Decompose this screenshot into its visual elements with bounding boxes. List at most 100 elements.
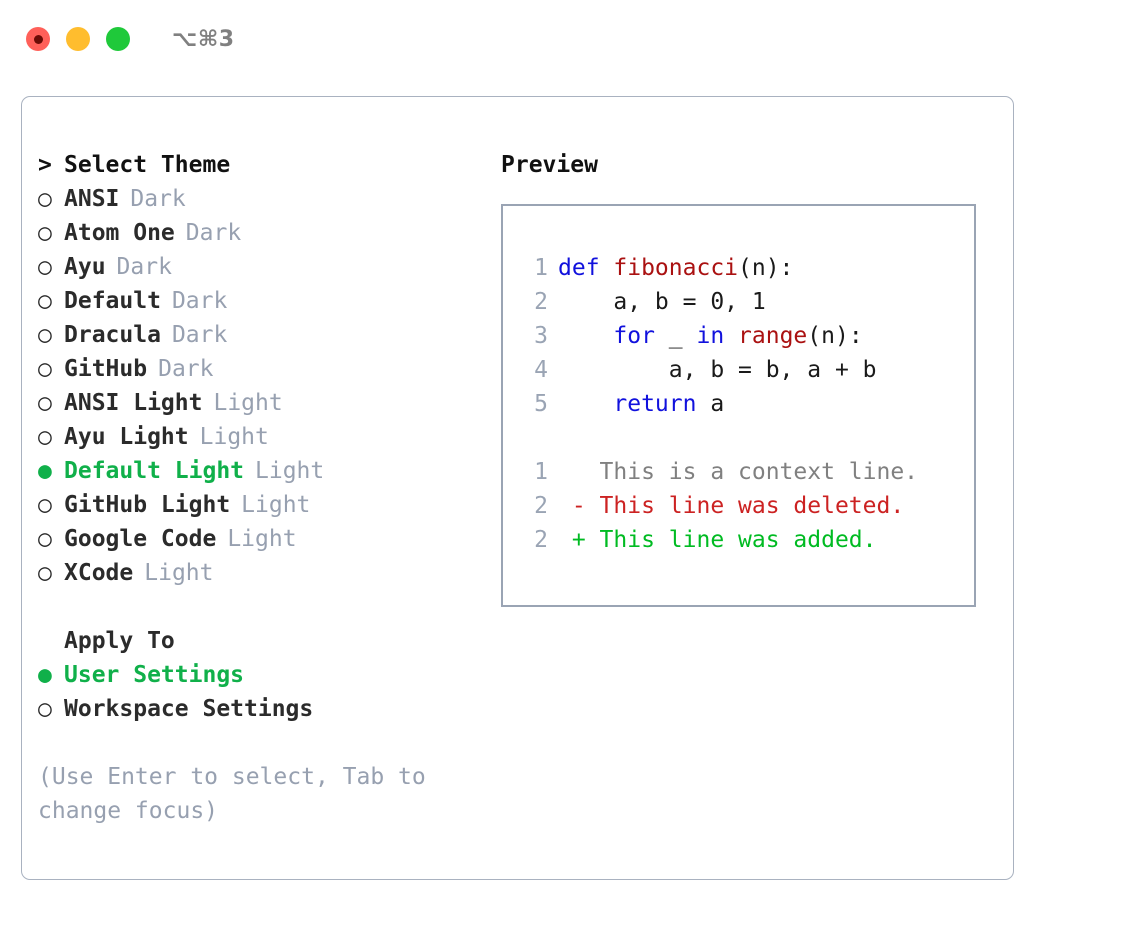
maximize-button[interactable] [106, 27, 130, 51]
theme-option-ansi-light[interactable]: ○ ANSI Light Light [38, 386, 478, 420]
diff-line-number: 2 [534, 493, 548, 519]
theme-option-kind: Dark [130, 186, 186, 212]
theme-option-label: Default Light [64, 458, 245, 484]
theme-option-github-light[interactable]: ○ GitHub Light Light [38, 488, 478, 522]
theme-option-dracula[interactable]: ○ Dracula Dark [38, 318, 478, 352]
close-button[interactable] [26, 27, 50, 51]
theme-option-kind: Light [255, 458, 325, 484]
code-line: 4 a, b = b, a + b [518, 353, 968, 387]
theme-option-kind: Light [199, 424, 269, 450]
diff-line-text: - This line was deleted. [558, 493, 905, 519]
theme-option-ansi[interactable]: ○ ANSI Dark [38, 182, 478, 216]
preview-heading: Preview [501, 152, 598, 178]
code-token: a, b = 0, 1 [558, 289, 766, 315]
code-token [558, 391, 613, 417]
theme-option-ayu[interactable]: ○ Ayu Dark [38, 250, 478, 284]
code-token: _ [654, 323, 697, 349]
keyboard-hint-line-1: (Use Enter to select, Tab to [38, 764, 426, 790]
theme-picker-header: > Select Theme [38, 148, 478, 182]
radio-unselected-icon: ○ [38, 288, 52, 314]
code-line-text: def fibonacci(n): [558, 251, 793, 285]
apply-to-option-label: Workspace Settings [64, 696, 314, 722]
theme-option-kind: Dark [116, 254, 172, 280]
radio-unselected-icon: ○ [38, 390, 52, 416]
theme-option-label: GitHub Light [64, 492, 231, 518]
code-token [558, 323, 613, 349]
theme-option-label: Ayu [64, 254, 106, 280]
preview-gap [518, 421, 968, 455]
theme-option-github[interactable]: ○ GitHub Dark [38, 352, 478, 386]
code-line: 2 a, b = 0, 1 [518, 285, 968, 319]
minimize-button[interactable] [66, 27, 90, 51]
radio-unselected-icon: ○ [38, 220, 52, 246]
theme-option-label: GitHub [64, 356, 148, 382]
radio-unselected-icon: ○ [38, 322, 52, 348]
apply-to-list: ● User Settings ○ Workspace Settings [38, 658, 478, 726]
theme-option-kind: Light [241, 492, 311, 518]
diff-line-add: 2 + This line was added. [518, 523, 968, 557]
code-line: 5 return a [518, 387, 968, 421]
apply-to-option-label: User Settings [64, 662, 245, 688]
theme-option-label: ANSI Light [64, 390, 203, 416]
code-token: fibonacci [613, 255, 739, 281]
radio-unselected-icon: ○ [38, 186, 52, 212]
radio-unselected-icon: ○ [38, 356, 52, 382]
code-token: range [738, 323, 808, 349]
radio-unselected-icon: ○ [38, 254, 52, 280]
theme-option-kind: Light [227, 526, 297, 552]
radio-selected-icon: ● [38, 662, 52, 688]
code-line-number: 4 [534, 357, 548, 383]
caret-icon: > [38, 152, 52, 178]
radio-unselected-icon: ○ [38, 492, 52, 518]
theme-option-label: Google Code [64, 526, 217, 552]
diff-line-number: 2 [534, 527, 548, 553]
title-bar: ⌥⌘3 [0, 0, 1140, 78]
code-line-text: return a [558, 387, 724, 421]
traffic-light-group [26, 27, 130, 51]
code-line: 3 for _ in range(n): [518, 319, 968, 353]
radio-unselected-icon: ○ [38, 696, 52, 722]
theme-option-xcode[interactable]: ○ XCode Light [38, 556, 478, 590]
code-line-number: 2 [534, 289, 548, 315]
code-line-text: a, b = 0, 1 [558, 285, 766, 319]
radio-unselected-icon: ○ [38, 560, 52, 586]
code-line-text: a, b = b, a + b [558, 353, 877, 387]
list-spacer [38, 590, 478, 624]
apply-to-option-user-settings[interactable]: ● User Settings [38, 658, 478, 692]
theme-option-label: Ayu Light [64, 424, 189, 450]
code-line-text: for _ in range(n): [558, 319, 863, 353]
theme-option-label: ANSI [64, 186, 120, 212]
code-token: return [613, 391, 697, 417]
code-token: in [696, 323, 725, 349]
theme-option-label: XCode [64, 560, 134, 586]
keyboard-hint-line-2: change focus) [38, 798, 219, 824]
code-line-number: 3 [534, 323, 548, 349]
code-line-number: 5 [534, 391, 548, 417]
diff-line-text: This is a context line. [558, 459, 919, 485]
theme-option-kind: Dark [171, 322, 228, 348]
keyboard-hint: (Use Enter to select, Tab to change focu… [38, 760, 448, 828]
window-title: ⌥⌘3 [172, 26, 235, 52]
code-line-number: 1 [534, 255, 548, 281]
diff-line-number: 1 [534, 459, 548, 485]
theme-option-kind: Light [144, 560, 214, 586]
code-token: (n): [738, 255, 794, 281]
theme-option-label: Dracula [64, 322, 161, 348]
theme-picker-title: Select Theme [64, 152, 231, 178]
code-token: (n): [807, 323, 863, 349]
theme-option-kind: Dark [158, 356, 214, 382]
apply-to-option-workspace-settings[interactable]: ○ Workspace Settings [38, 692, 478, 726]
diff-line-context: 1 This is a context line. [518, 455, 968, 489]
theme-option-kind: Light [213, 390, 283, 416]
theme-option-label: Default [64, 288, 161, 314]
